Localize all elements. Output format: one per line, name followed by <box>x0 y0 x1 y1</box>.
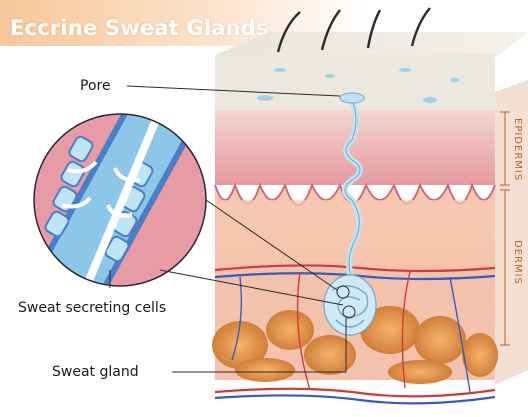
label-epidermis: EPIDERMIS <box>512 118 523 181</box>
magnified-cells-inset <box>30 100 210 300</box>
pore-opening <box>340 93 364 103</box>
sweat-gland-coil <box>324 275 376 335</box>
label-dermis: DERMIS <box>512 240 523 285</box>
label-sweat-secreting-cells: Sweat secreting cells <box>18 300 166 316</box>
label-sweat-gland: Sweat gland <box>52 364 139 380</box>
label-pore: Pore <box>80 78 111 94</box>
